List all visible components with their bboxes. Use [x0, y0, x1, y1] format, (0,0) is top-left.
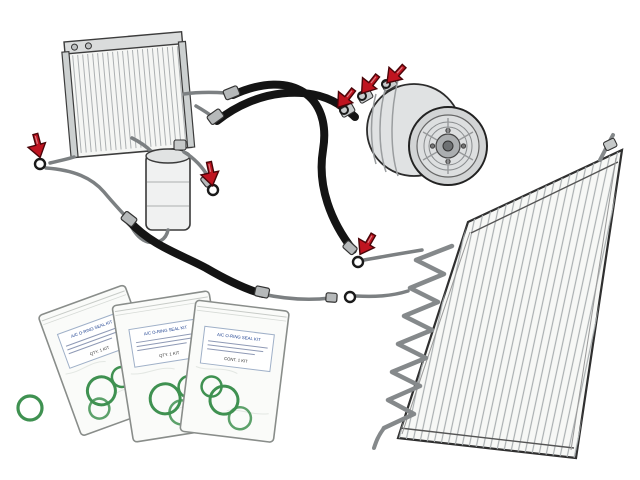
callout-arrow-icon [351, 228, 381, 260]
packet-title: A/C O-RING SEAL KIT [217, 332, 261, 342]
green-o-ring [227, 405, 253, 431]
fitting-o-rings [33, 79, 391, 304]
o-ring [33, 157, 47, 171]
packet-subtitle: QTY. 1 KIT [89, 345, 110, 357]
packet-label [199, 325, 275, 373]
discharge-hose [229, 80, 357, 254]
a-c-compressor [339, 77, 488, 186]
condenser-top-fitting [602, 137, 618, 151]
green-o-ring [208, 384, 240, 416]
evaporator-fins [69, 46, 188, 154]
green-o-ring [85, 375, 117, 407]
o-ring [381, 79, 391, 89]
o-ring-seal-kit-packets: A/C O-RING SEAL KIT QTY. 1 KIT A/C O-RIN… [16, 284, 290, 443]
o-ring [351, 255, 365, 269]
callout-arrow-icon [24, 131, 50, 161]
packet-title: A/C O-RING SEAL KIT [143, 324, 187, 336]
drier-top-fitting [173, 139, 187, 151]
seal-kit-packet-3: A/C O-RING SEAL KIT CONT. 1 KIT [179, 299, 290, 443]
evaporator-fitting [70, 43, 78, 51]
packet-subtitle: CONT. 1 KIT [224, 356, 249, 364]
green-o-ring [148, 382, 182, 416]
callout-arrow-icon [198, 159, 222, 189]
condenser-serpentine-tube [381, 243, 455, 431]
evaporator-top-tank [63, 30, 184, 55]
packet-subtitle: QTY. 1 KIT [159, 350, 180, 358]
evaporator-core [61, 30, 196, 159]
green-o-ring [200, 375, 223, 398]
o-ring [343, 290, 357, 304]
o-ring [206, 183, 220, 197]
evaporator-fitting [84, 42, 92, 50]
loose-green-o-ring [16, 394, 44, 422]
green-o-ring [88, 397, 111, 420]
liquid-hose [125, 217, 267, 298]
